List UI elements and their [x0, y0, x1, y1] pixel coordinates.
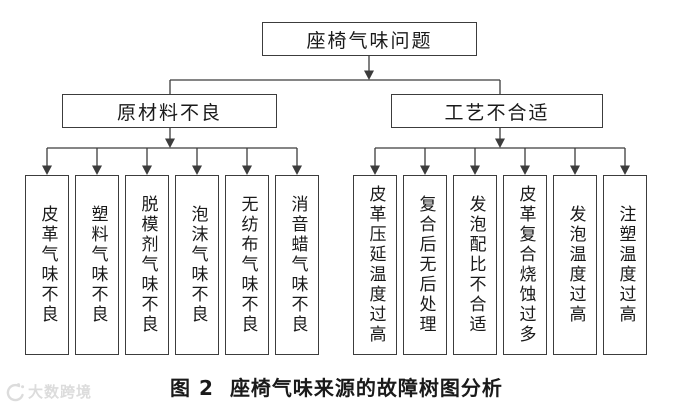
figure-caption: 图 2 座椅气味来源的故障树图分析	[0, 372, 673, 401]
watermark-logo-icon	[6, 382, 25, 401]
node-leaf: 皮革压延温度过高	[353, 175, 397, 355]
node-leaf: 消音蜡气味不良	[275, 175, 319, 355]
node-leaf: 发泡温度过高	[553, 175, 597, 355]
node-leaf: 塑料气味不良	[75, 175, 119, 355]
node-leaf: 发泡配比不合适	[453, 175, 497, 355]
watermark-text: 大数跨境	[28, 383, 93, 401]
node-leaf: 皮革气味不良	[25, 175, 69, 355]
watermark: 大数跨境	[5, 381, 92, 402]
leaf-group-process: 皮革压延温度过高 复合后无后处理 发泡配比不合适 皮革复合烧蚀过多 发泡温度过高…	[353, 175, 647, 355]
node-leaf: 脱模剂气味不良	[125, 175, 169, 355]
node-root: 座椅气味问题	[262, 22, 477, 56]
node-branch-raw-material: 原材料不良	[62, 94, 277, 128]
figure-number: 图 2	[170, 376, 214, 400]
node-branch-process: 工艺不合适	[391, 94, 603, 128]
node-leaf: 无纺布气味不良	[225, 175, 269, 355]
node-leaf: 皮革复合烧蚀过多	[503, 175, 547, 355]
leaf-group-raw-material: 皮革气味不良 塑料气味不良 脱模剂气味不良 泡沫气味不良 无纺布气味不良 消音蜡…	[25, 175, 319, 355]
figure-caption-text: 座椅气味来源的故障树图分析	[229, 376, 503, 400]
node-leaf: 注塑温度过高	[603, 175, 647, 355]
node-leaf: 泡沫气味不良	[175, 175, 219, 355]
node-leaf: 复合后无后处理	[403, 175, 447, 355]
